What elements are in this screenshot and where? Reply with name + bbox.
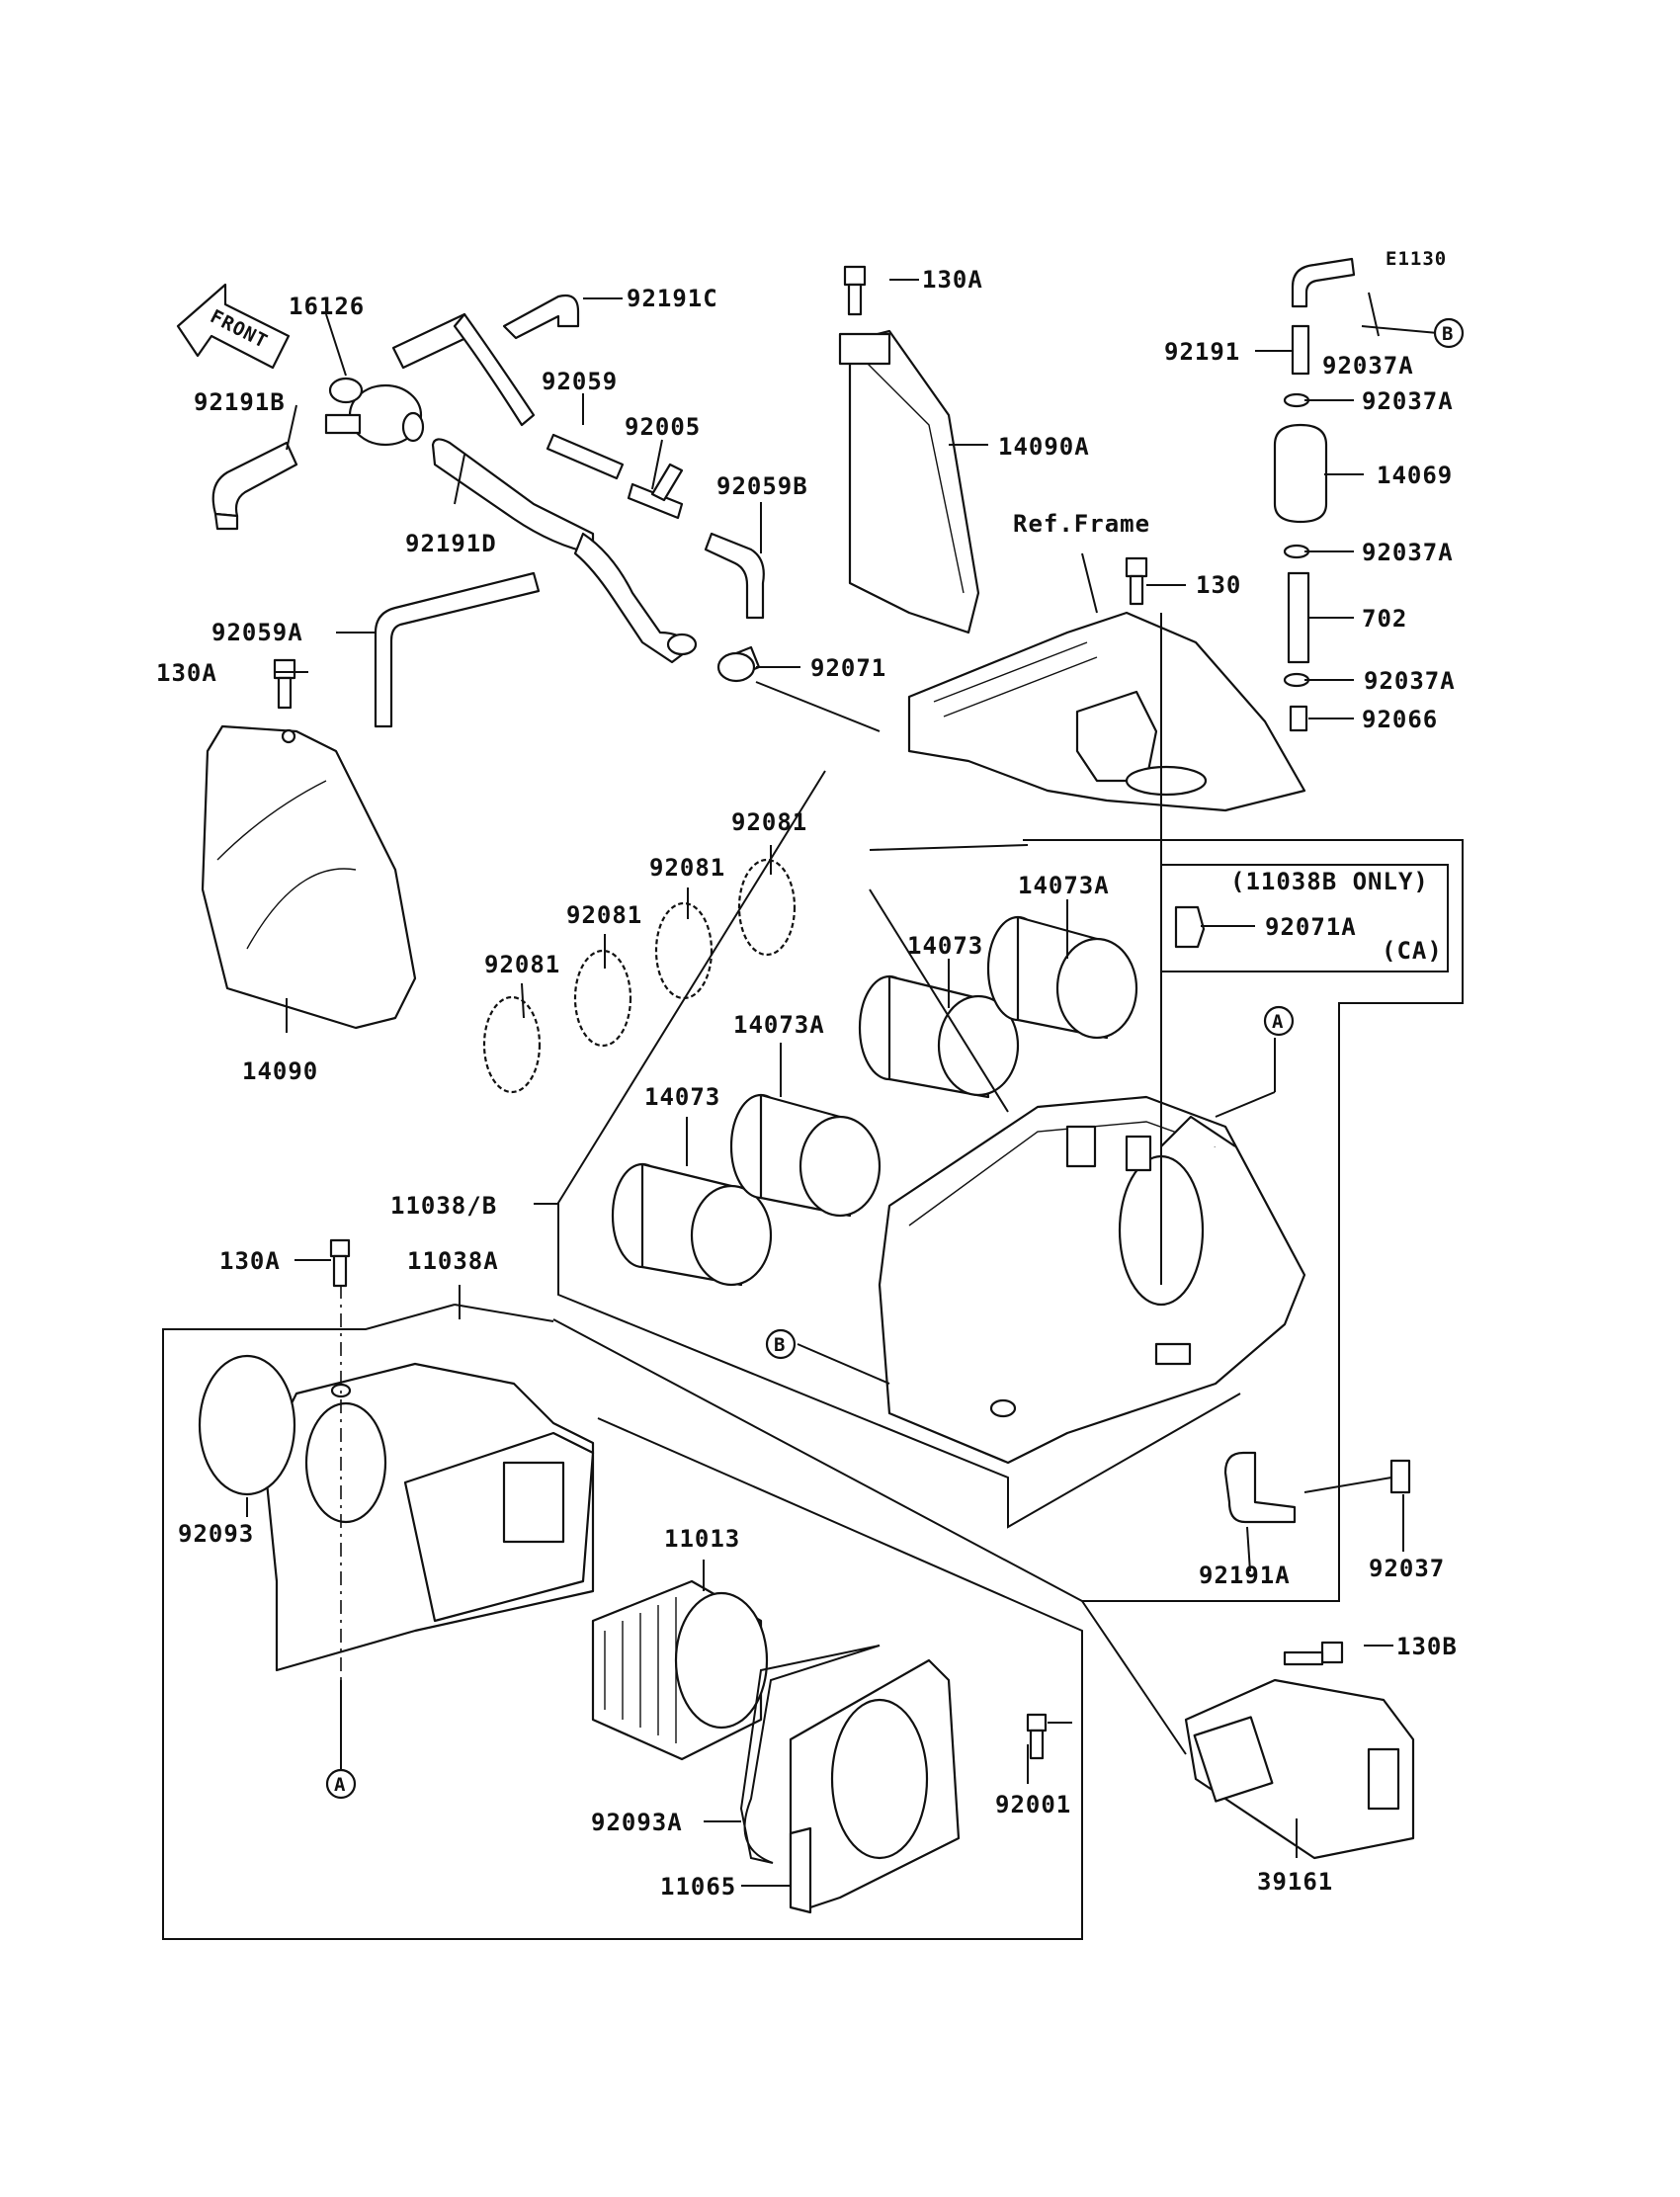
- label-11038A: 11038A: [407, 1247, 499, 1275]
- label-14090A: 14090A: [998, 433, 1090, 461]
- label-14073-1: 14073: [907, 932, 983, 960]
- label-92037A-1: 92037A: [1322, 352, 1414, 380]
- label-14073-2: 14073: [644, 1083, 720, 1111]
- plate-11065: [789, 1658, 961, 1914]
- label-92037A-4: 92037A: [1364, 667, 1456, 695]
- label-92081-2: 92081: [649, 854, 725, 882]
- label-92093A: 92093A: [591, 1809, 683, 1836]
- o-ring-92093: [198, 1354, 296, 1496]
- label-14069: 14069: [1377, 462, 1453, 489]
- label-92081-1: 92081: [731, 808, 807, 836]
- part-labels: 16126 92191C 92191B 92059 92005 92059B 9…: [156, 266, 1458, 1901]
- vent-hoses: [211, 294, 765, 728]
- label-92005: 92005: [625, 413, 701, 441]
- label-130A-left: 130A: [156, 659, 217, 687]
- diagram-code: E1130: [1386, 248, 1447, 270]
- label-92037A-2: 92037A: [1362, 387, 1454, 415]
- label-92001: 92001: [995, 1791, 1071, 1818]
- note-only: (11038B ONLY): [1230, 868, 1429, 895]
- fittings: [273, 265, 1411, 1760]
- label-92071: 92071: [810, 654, 886, 682]
- label-130B: 130B: [1396, 1633, 1458, 1660]
- label-702: 702: [1362, 605, 1407, 633]
- marker-b-top: B: [1433, 317, 1465, 349]
- svg-text:B: B: [1442, 323, 1454, 345]
- leader-lines: [162, 279, 1464, 1940]
- label-130A-top: 130A: [922, 266, 983, 294]
- label-92093: 92093: [178, 1520, 254, 1548]
- label-92081-3: 92081: [566, 901, 642, 929]
- label-11065: 11065: [660, 1873, 736, 1901]
- marker-a-lower: A: [325, 1768, 357, 1800]
- shroud-14090A: [838, 329, 980, 634]
- intake-ducts: [611, 645, 1138, 1287]
- label-130-top: 130: [1196, 571, 1241, 599]
- air-box-lower: [265, 1362, 595, 1672]
- label-92191B: 92191B: [194, 388, 286, 416]
- label-92059A: 92059A: [211, 619, 303, 646]
- gasket-92093A: [739, 1645, 881, 1864]
- label-92191C: 92191C: [627, 285, 718, 312]
- note-ca: (CA): [1382, 937, 1443, 965]
- marker-a-upper: A: [1263, 1005, 1295, 1037]
- case-39161: [1184, 1678, 1415, 1860]
- label-14073A-1: 14073A: [1018, 872, 1110, 899]
- svg-text:A: A: [1272, 1011, 1284, 1033]
- air-filter: [591, 1579, 769, 1761]
- label-92081-4: 92081: [484, 951, 560, 978]
- breather-hoses-right: [1273, 257, 1356, 732]
- label-130A-mid: 130A: [219, 1247, 281, 1275]
- label-92066: 92066: [1362, 706, 1438, 733]
- label-92071A: 92071A: [1265, 913, 1357, 941]
- label-16126: 16126: [289, 293, 365, 320]
- frame-reference: [907, 611, 1306, 812]
- label-92037A-3: 92037A: [1362, 539, 1454, 566]
- label-92037: 92037: [1369, 1555, 1445, 1582]
- label-11013: 11013: [664, 1525, 740, 1553]
- label-92059: 92059: [542, 368, 618, 395]
- air-box-upper: [878, 1095, 1306, 1465]
- label-ref-frame: Ref.Frame: [1013, 510, 1150, 538]
- label-11038B: 11038/B: [390, 1192, 497, 1220]
- shroud-14090: [201, 724, 417, 1030]
- front-arrow-icon: FRONT: [176, 283, 291, 370]
- label-92059B: 92059B: [716, 472, 808, 500]
- svg-text:B: B: [774, 1334, 786, 1356]
- label-39161: 39161: [1257, 1868, 1333, 1896]
- label-92191A: 92191A: [1199, 1562, 1291, 1589]
- note-box-11038b: (11038B ONLY) (CA): [1160, 864, 1449, 972]
- label-92191D: 92191D: [405, 530, 497, 557]
- svg-text:A: A: [334, 1774, 346, 1796]
- label-14090: 14090: [242, 1057, 318, 1085]
- label-14073A-2: 14073A: [733, 1011, 825, 1039]
- label-92191: 92191: [1164, 338, 1240, 366]
- marker-b-mid: B: [765, 1328, 797, 1360]
